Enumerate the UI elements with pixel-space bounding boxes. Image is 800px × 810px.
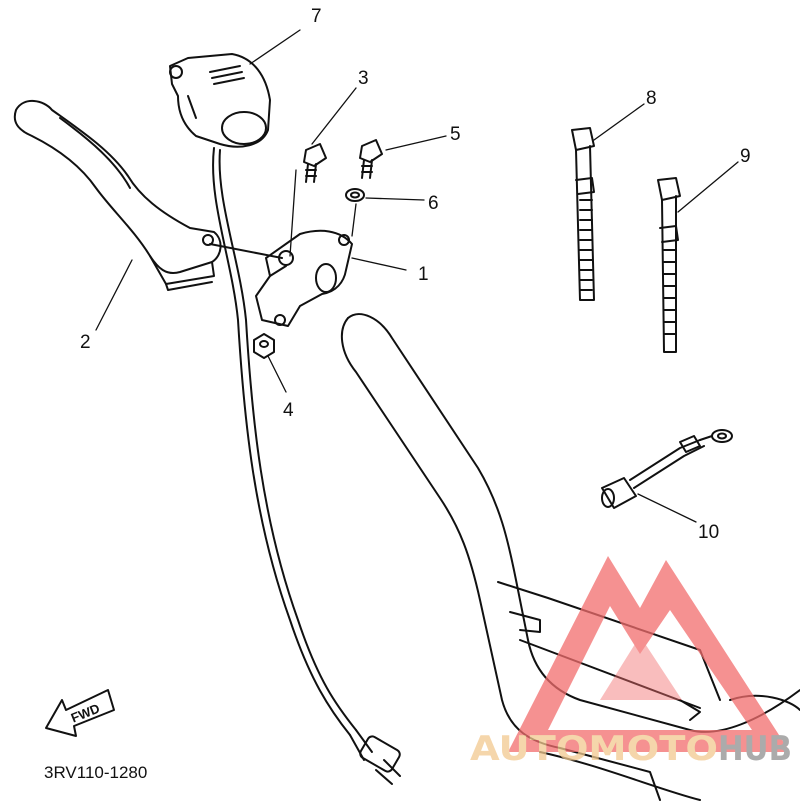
switch-cable bbox=[212, 147, 401, 785]
bolt-5 bbox=[359, 139, 383, 179]
callout-5: 5 bbox=[450, 124, 461, 145]
watermark-text-automoto: AUTOMOTO bbox=[470, 729, 718, 769]
watermark-text-hub: HUB bbox=[718, 729, 792, 769]
callout-4: 4 bbox=[283, 400, 294, 421]
callout-7: 7 bbox=[311, 6, 322, 27]
leader-lines bbox=[95, 29, 739, 523]
callout-2: 2 bbox=[80, 332, 91, 353]
callout-3: 3 bbox=[358, 68, 369, 89]
callout-8: 8 bbox=[646, 88, 657, 109]
callout-labels: 1 2 3 4 5 6 7 8 9 10 bbox=[80, 6, 751, 543]
callout-6: 6 bbox=[428, 193, 439, 214]
bolt-3 bbox=[303, 143, 327, 183]
washer-6 bbox=[345, 188, 365, 202]
callout-1: 1 bbox=[418, 264, 429, 285]
watermark-logo: AUTOMOTO HUB bbox=[470, 556, 792, 769]
switch-assembly bbox=[169, 53, 271, 148]
callout-10: 10 bbox=[698, 522, 719, 543]
handlebar-tube bbox=[340, 313, 800, 801]
drawing-code: 3RV110-1280 bbox=[44, 763, 147, 782]
cable-tie-9 bbox=[657, 177, 681, 353]
cable-tie-8 bbox=[571, 127, 595, 301]
clutch-lever bbox=[13, 100, 283, 291]
callout-9: 9 bbox=[740, 146, 751, 167]
nut-4 bbox=[253, 333, 275, 359]
fwd-arrow bbox=[45, 689, 115, 737]
lever-holder bbox=[255, 229, 353, 327]
lead-wire-10 bbox=[601, 429, 733, 509]
